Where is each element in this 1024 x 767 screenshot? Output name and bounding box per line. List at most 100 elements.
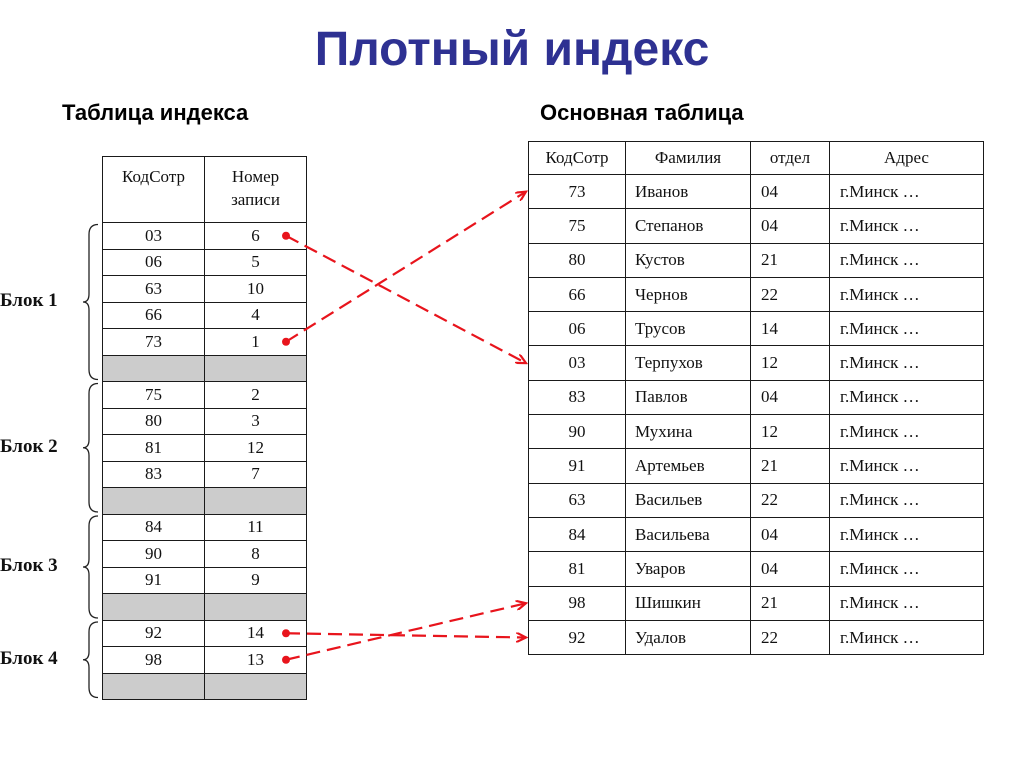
- index-header-key: КодСотр: [102, 156, 205, 223]
- main-surname: Терпухов: [625, 345, 751, 381]
- index-header-record-line1: Номер: [231, 167, 280, 186]
- main-dept: 04: [750, 551, 830, 587]
- index-key: 81: [102, 434, 205, 462]
- block-brace: [82, 382, 99, 513]
- empty-cell: [204, 354, 307, 382]
- main-header-surname: Фамилия: [625, 141, 751, 175]
- page-title: Плотный индекс: [314, 23, 710, 76]
- empty-cell: [102, 354, 205, 382]
- main-dept: 04: [750, 173, 830, 210]
- index-empty-slot: [102, 672, 307, 700]
- block-brace: [82, 223, 99, 381]
- main-dept: 21: [750, 448, 830, 484]
- index-key: 66: [102, 301, 205, 329]
- main-address: г.Минск …: [829, 276, 984, 313]
- main-key: 84: [528, 516, 626, 553]
- pointer-arrow: [285, 632, 526, 637]
- empty-cell: [204, 672, 307, 700]
- main-key: 80: [528, 242, 626, 278]
- index-key: 75: [102, 381, 205, 409]
- main-key: 91: [528, 448, 626, 484]
- index-record: 2: [204, 381, 307, 409]
- pointer-arrow: [285, 603, 526, 661]
- empty-cell: [102, 487, 205, 515]
- main-address: г.Минск …: [829, 619, 984, 656]
- main-surname: Кустов: [625, 242, 751, 278]
- main-surname: Трусов: [625, 311, 751, 347]
- pointer-arrow: [285, 234, 526, 363]
- main-surname: Васильев: [625, 482, 751, 518]
- index-header-record: Номер записи: [204, 156, 307, 223]
- main-dept: 04: [750, 379, 830, 416]
- main-surname: Удалов: [625, 619, 751, 656]
- main-address: г.Минск …: [829, 379, 984, 416]
- main-key: 83: [528, 379, 626, 416]
- index-key: 03: [102, 222, 205, 250]
- main-key: 92: [528, 619, 626, 656]
- main-dept: 14: [750, 311, 830, 347]
- main-key: 06: [528, 311, 626, 347]
- empty-cell: [102, 672, 205, 700]
- main-surname: Шишкин: [625, 585, 751, 621]
- index-empty-slot: [102, 354, 307, 382]
- block-braces: [82, 223, 99, 699]
- main-dept: 04: [750, 208, 830, 244]
- index-record: 11: [204, 513, 307, 541]
- index-empty-slot: [102, 593, 307, 621]
- pointer-arrows: [282, 192, 526, 664]
- index-table-caption: Таблица индекса: [62, 100, 249, 125]
- block-label: Блок 2: [0, 435, 58, 457]
- index-header-record-line2: записи: [231, 190, 280, 209]
- main-surname: Степанов: [625, 208, 751, 244]
- main-address: г.Минск …: [829, 173, 984, 210]
- index-key: 83: [102, 460, 205, 488]
- main-table-caption: Основная таблица: [540, 100, 744, 125]
- index-key: 06: [102, 248, 205, 276]
- main-address: г.Минск …: [829, 242, 984, 278]
- index-record: 7: [204, 460, 307, 488]
- block-label: Блок 1: [0, 290, 58, 311]
- main-dept: 04: [750, 516, 830, 553]
- main-surname: Васильева: [625, 516, 751, 553]
- pointer-arrow: [285, 192, 526, 343]
- main-address: г.Минск …: [829, 414, 984, 450]
- index-record: 4: [204, 301, 307, 329]
- main-key: 75: [528, 208, 626, 244]
- main-surname: Иванов: [625, 173, 751, 210]
- index-record: 10: [204, 275, 307, 303]
- block-brace: [82, 621, 99, 699]
- main-dept: 21: [750, 585, 830, 621]
- empty-cell: [102, 593, 205, 621]
- block-brace: [82, 515, 99, 619]
- main-surname: Чернов: [625, 276, 751, 313]
- main-dept: 22: [750, 619, 830, 656]
- index-record: 8: [204, 540, 307, 568]
- index-key: 73: [102, 328, 205, 356]
- main-dept: 22: [750, 482, 830, 518]
- main-key: 90: [528, 414, 626, 450]
- main-surname: Мухина: [625, 414, 751, 450]
- block-label: Блок 4: [0, 647, 58, 669]
- main-header-key: КодСотр: [528, 141, 626, 175]
- main-key: 63: [528, 482, 626, 518]
- main-address: г.Минск …: [829, 311, 984, 347]
- block-label: Блок 3: [0, 555, 58, 576]
- main-key: 66: [528, 276, 626, 313]
